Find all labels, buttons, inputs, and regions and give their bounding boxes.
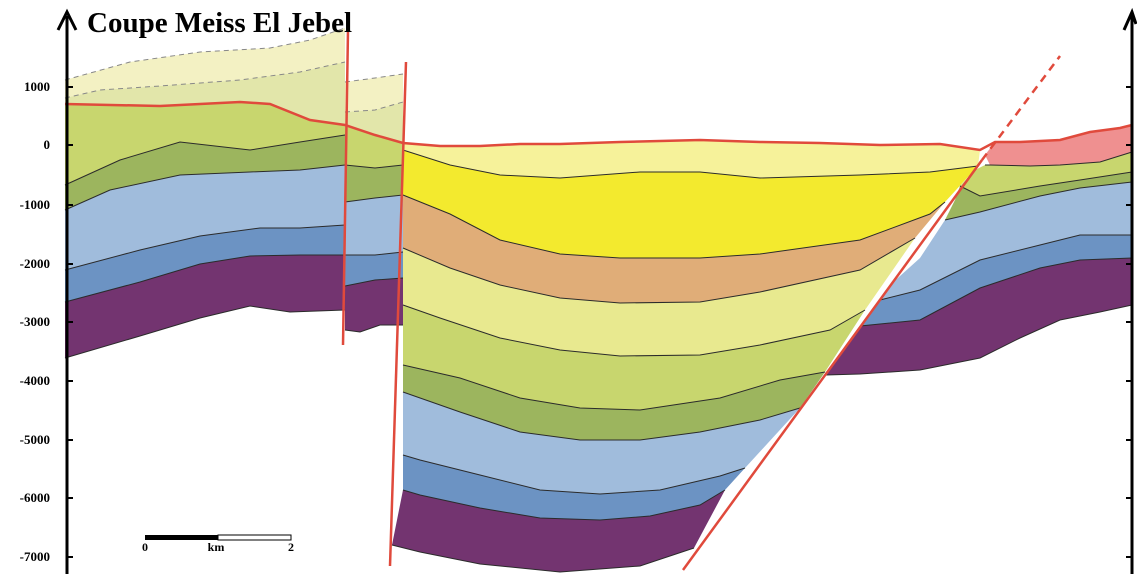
right-horizons [825, 151, 1133, 376]
middle-olive-light [345, 125, 403, 168]
left-axis-arrow [56, 8, 78, 31]
faults [341, 29, 1061, 571]
middle-light-blue [345, 195, 403, 255]
basin-olive-dark [403, 365, 825, 440]
right-salmon-layer [985, 125, 1132, 166]
ytick-label-minus-4000: -4000 [20, 373, 50, 388]
right-axis-ticks [1126, 86, 1132, 558]
scale-bar-black-segment [145, 535, 218, 540]
fault-left [341, 29, 350, 346]
middle-block [344, 73, 404, 333]
ytick-label-minus-1000: -1000 [20, 197, 50, 212]
basin-pale-olive [403, 238, 915, 356]
ytick-label-1000: 1000 [24, 79, 50, 94]
left-block [64, 27, 346, 359]
right-block [825, 125, 1133, 376]
topographic-surface [64, 100, 1133, 152]
basin-purple [392, 490, 725, 572]
middle-eroded-upper [345, 74, 403, 112]
middle-eroded-lower [345, 102, 403, 143]
left-depth-axis: 1000 0 -1000 -2000 -3000 -4000 -5000 -60… [20, 8, 78, 574]
scale-bar-unit-label: km [208, 540, 225, 554]
eroded-upper-layer [65, 28, 345, 98]
ytick-label-0: 0 [44, 137, 51, 152]
middle-olive-dark [345, 165, 403, 202]
right-purple-layer [826, 258, 1132, 375]
scale-bar-end-label: 2 [288, 540, 294, 554]
right-mid-blue-layer [860, 235, 1132, 326]
purple-layer [65, 255, 345, 358]
left-axis-ticks [67, 86, 73, 558]
ytick-label-minus-7000: -7000 [20, 549, 50, 564]
middle-eroded-outlines [344, 73, 404, 113]
scale-bar-white-segment [217, 534, 292, 541]
ytick-label-minus-5000: -5000 [20, 432, 50, 447]
basin-horizons [391, 149, 979, 573]
basin-pale-yellow-top [403, 140, 980, 178]
basin-block [391, 140, 980, 573]
right-axis-arrow [1122, 7, 1137, 31]
ytick-label-minus-2000: -2000 [20, 256, 50, 271]
olive-dark-layer [65, 135, 345, 210]
fault-middle [388, 61, 408, 567]
basin-bright-yellow [403, 150, 978, 258]
scale-bar-start-label: 0 [142, 540, 148, 554]
basin-light-blue [403, 392, 800, 494]
ytick-label-minus-6000: -6000 [20, 490, 50, 505]
right-light-blue-layer [880, 182, 1132, 300]
scale-bar: 0 km 2 [142, 534, 294, 554]
ytick-label-minus-3000: -3000 [20, 314, 50, 329]
basin-orange [403, 195, 945, 303]
middle-horizons [344, 164, 404, 333]
light-blue-layer [65, 165, 345, 270]
middle-mid-blue [345, 252, 403, 286]
left-eroded-outlines [64, 27, 346, 99]
eroded-lower-layer [65, 62, 345, 125]
middle-purple [345, 278, 403, 332]
basin-mid-blue [403, 455, 745, 520]
basin-olive-light [403, 305, 865, 410]
fault-thrust-projected [981, 55, 1061, 161]
right-depth-axis [1122, 7, 1137, 574]
olive-light-layer [65, 102, 345, 185]
fault-thrust [681, 159, 984, 571]
figure-title: Coupe Meiss El Jebel [87, 7, 352, 39]
mid-blue-layer [65, 225, 345, 302]
left-horizons [64, 134, 346, 359]
